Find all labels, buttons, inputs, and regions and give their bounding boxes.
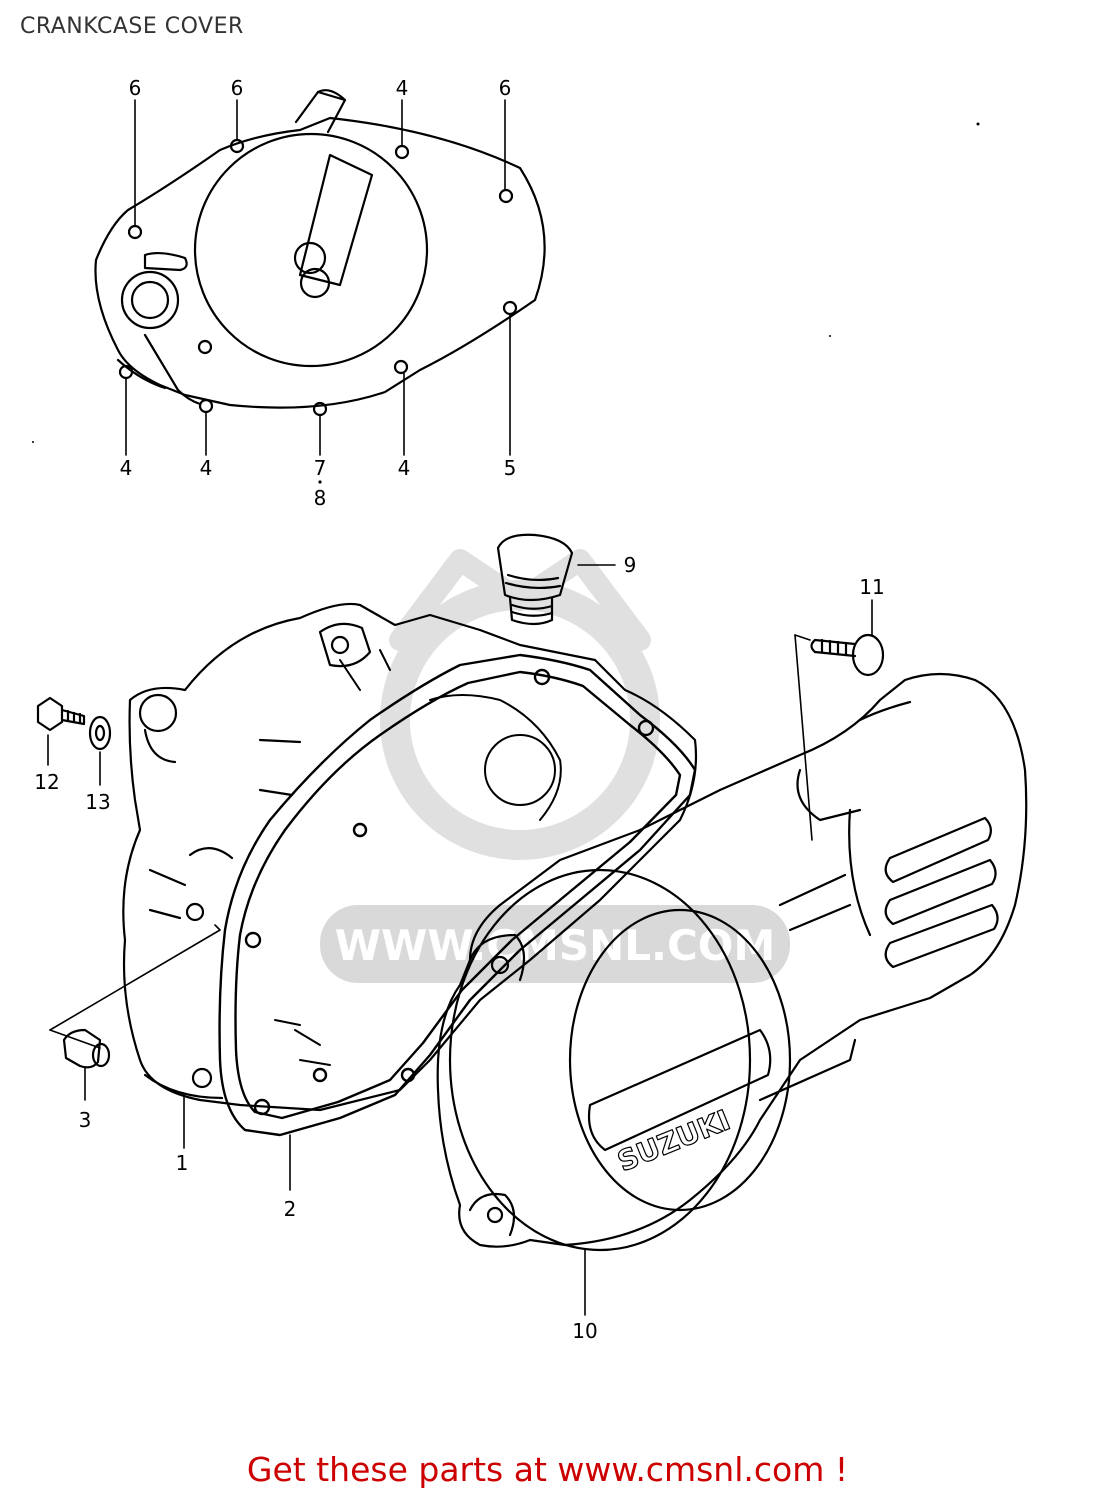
oil-filler-cap-part-9 [496,533,574,626]
callout-6-center: 6 [231,76,244,100]
callout-2: 2 [284,1197,297,1221]
watermark: WWW.CMSNL.COM [320,549,790,983]
callout-4-bottom-center: 4 [200,456,213,480]
bolt-part-12 [36,696,86,732]
watermark-text: WWW.CMSNL.COM [335,921,776,970]
footer-promo-banner[interactable]: Get these parts at www.cmsnl.com ! [246,1450,849,1489]
callout-7-8-dot [318,480,322,484]
callout-4-bottom-right: 4 [398,456,411,480]
callout-4-bottom-left: 4 [120,456,133,480]
upper-leader-lines [125,99,511,456]
callout-3: 3 [79,1108,92,1132]
gasket-part-2 [218,653,697,1137]
callout-5: 5 [504,456,517,480]
callout-13: 13 [85,790,110,814]
suzuki-brand-emblem: SUZUKI [613,1103,735,1178]
callout-1: 1 [176,1151,189,1175]
callout-8: 8 [314,486,327,510]
crankcase-internal-details [274,649,562,1066]
washer-part-13 [88,715,112,751]
callout-4-top: 4 [396,76,409,100]
callout-9: 9 [624,553,637,577]
callout-12: 12 [34,770,59,794]
lower-leader-lines [47,564,873,1316]
scan-specks [32,122,980,443]
callout-6-left: 6 [129,76,142,100]
callout-7: 7 [314,456,327,480]
screw-part-11 [810,633,885,677]
callout-labels: 6 6 4 6 4 4 7 8 4 5 9 11 12 13 3 1 2 10 [34,76,884,1343]
callout-10: 10 [572,1319,597,1343]
page-title: CRANKCASE COVER [20,14,244,39]
crankcase-cover-part-1 [122,602,698,1112]
dowel-pin-part-3 [62,1028,111,1069]
upper-cover-view [94,89,546,417]
callout-6-right: 6 [499,76,512,100]
callout-11: 11 [859,575,884,599]
